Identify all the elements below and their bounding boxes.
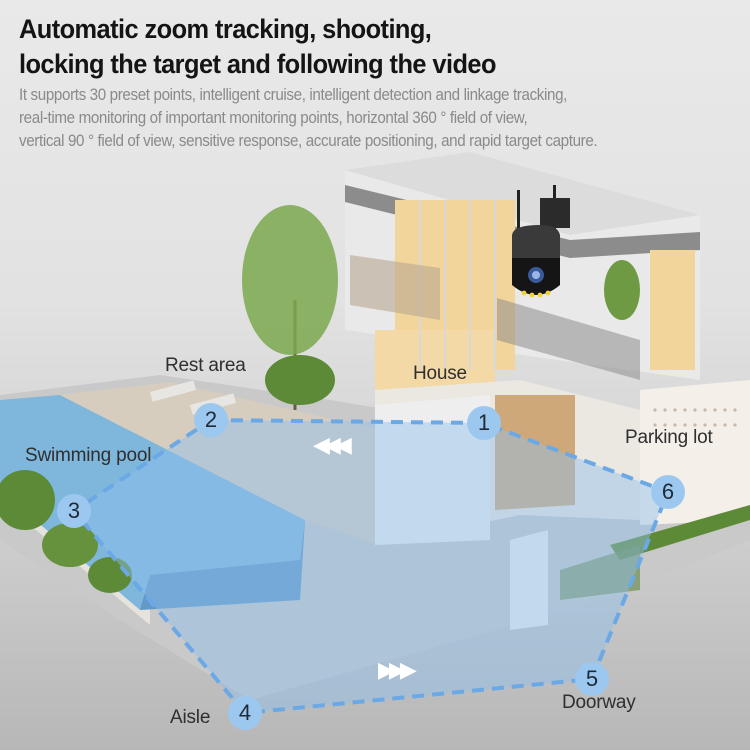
arrows-left-icon: ◀◀◀ (313, 432, 352, 457)
page-title: Automatic zoom tracking, shooting, locki… (19, 12, 496, 82)
preset-marker-6: 6 (651, 475, 685, 509)
description-line-2: real-time monitoring of important monito… (19, 109, 528, 127)
security-camera-icon (512, 185, 570, 298)
preset-marker-5: 5 (575, 662, 609, 696)
preset-marker-3: 3 (57, 494, 91, 528)
preset-marker-1: 1 (467, 406, 501, 440)
label-rest-area: Rest area (165, 355, 246, 376)
label-doorway: Doorway (562, 692, 636, 713)
label-parking-lot: Parking lot (625, 427, 713, 448)
arrows-right-icon: ▶▶▶ (378, 657, 417, 682)
label-house: House (413, 363, 467, 384)
preset-marker-4: 4 (228, 696, 262, 730)
description-line-3: vertical 90 ° field of view, sensitive r… (19, 132, 598, 150)
feature-description: It supports 30 preset points, intelligen… (19, 84, 750, 153)
label-aisle: Aisle (170, 707, 211, 728)
title-line-1: Automatic zoom tracking, shooting, (19, 14, 432, 44)
preset-marker-2: 2 (194, 403, 228, 437)
title-line-2: locking the target and following the vid… (19, 49, 496, 79)
label-swimming-pool: Swimming pool (25, 445, 152, 466)
description-line-1: It supports 30 preset points, intelligen… (19, 86, 568, 104)
